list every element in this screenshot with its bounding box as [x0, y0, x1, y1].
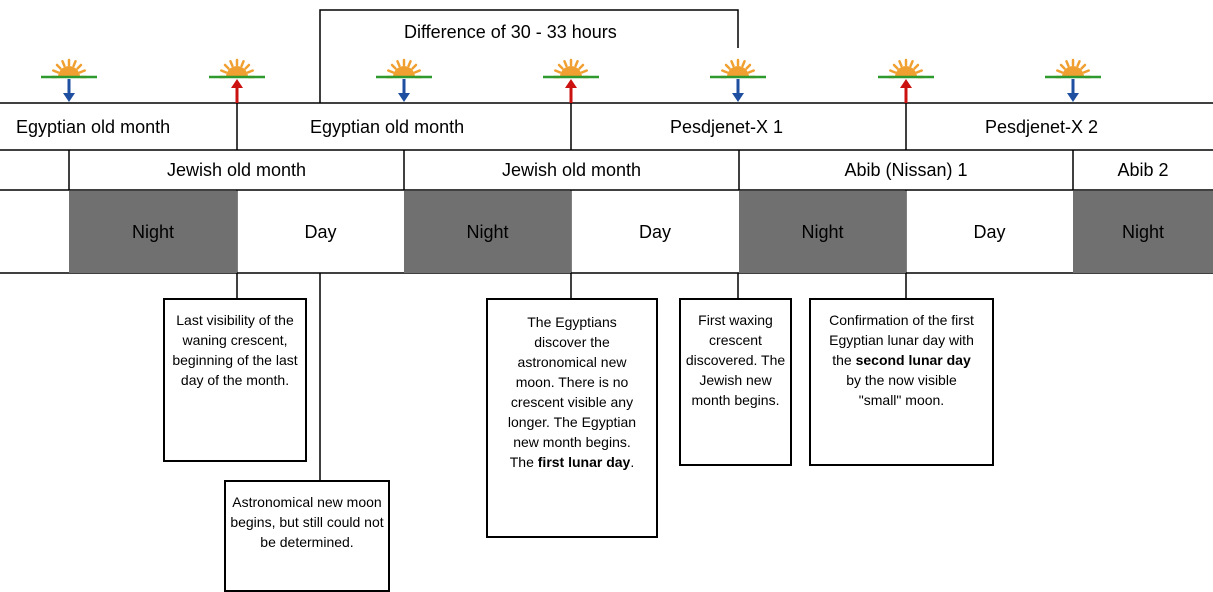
- difference-label: Difference of 30 - 33 hours: [404, 22, 617, 42]
- egyptian-month-label: Egyptian old month: [16, 117, 171, 137]
- note-text: Confirmation of the first Egyptian lunar…: [829, 312, 974, 368]
- day-cell: Day: [638, 221, 671, 242]
- night-cell: Night: [1073, 191, 1213, 273]
- note-confirmation: Confirmation of the first Egyptian lunar…: [809, 298, 994, 466]
- jewish-month-label: Jewish old month: [501, 159, 642, 180]
- jewish-month-label: Abib (Nissan) 1: [844, 159, 968, 180]
- note-text: Astronomical new moon begins, but still …: [230, 494, 384, 550]
- egyptian-month-label: Egyptian old month: [310, 117, 465, 137]
- difference-bracket: [319, 9, 739, 103]
- note-text: by the now visible "small" moon.: [846, 372, 957, 408]
- day-cell: Day: [304, 221, 337, 242]
- note-text: Last visibility of the waning crescent, …: [172, 312, 298, 388]
- sunrise-icon: [876, 53, 936, 103]
- sunset-icon: [374, 53, 434, 103]
- egyptian-month-label: Pesdjenet-X 2: [985, 117, 1099, 137]
- sunrise-icon: [207, 53, 267, 103]
- note-astronomical-new-moon: Astronomical new moon begins, but still …: [224, 480, 390, 592]
- night-cell: Night: [404, 191, 571, 273]
- note-egyptians-discover: The Egyptians discover the astronomical …: [486, 298, 658, 538]
- note-text: The Egyptians discover the astronomical …: [507, 314, 637, 470]
- note-text: .: [630, 454, 635, 470]
- note-first-waxing: First waxing crescent discovered. The Je…: [679, 298, 792, 466]
- note-text: First waxing crescent discovered. The Je…: [685, 312, 786, 408]
- sunrise-icon: [541, 53, 601, 103]
- note-last-visibility: Last visibility of the waning crescent, …: [163, 298, 307, 462]
- jewish-month-label: Abib 2: [1117, 159, 1169, 180]
- note-bold-text: first lunar day: [537, 454, 631, 470]
- night-cell: Night: [739, 191, 906, 273]
- day-cell: Day: [973, 221, 1006, 242]
- note-bold-text: second lunar day: [855, 352, 971, 368]
- night-cell: Night: [69, 191, 237, 273]
- sunset-icon: [708, 53, 768, 103]
- egyptian-month-label: Pesdjenet-X 1: [670, 117, 784, 137]
- sunset-icon: [1043, 53, 1103, 103]
- sunset-icon: [39, 53, 99, 103]
- jewish-month-label: Jewish old month: [166, 159, 307, 180]
